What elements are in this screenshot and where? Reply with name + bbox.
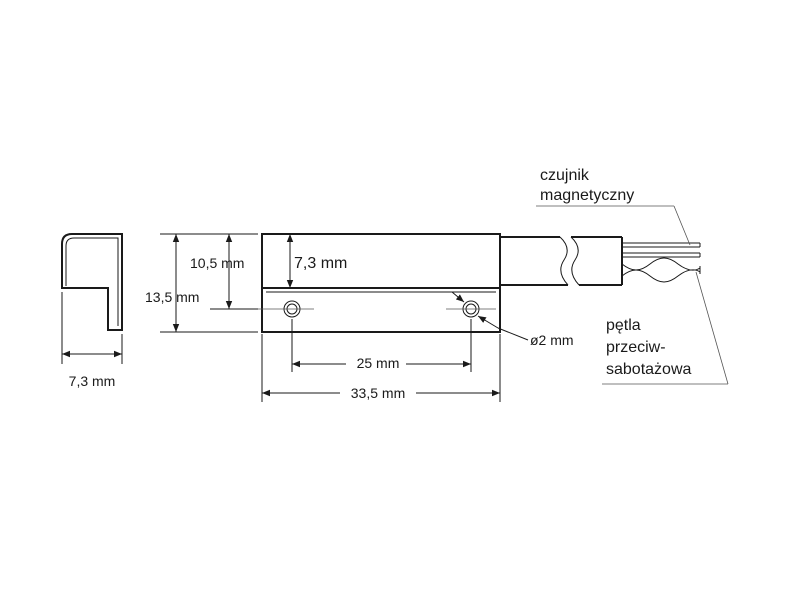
hole-spacing-label: 25 mm <box>357 355 400 371</box>
tamper-callout-line1: pętla <box>606 317 641 334</box>
height-mount-label: 10,5 mm <box>190 255 244 271</box>
tamper-callout-line3: sabotażowa <box>606 361 691 378</box>
tamper-leader-line <box>695 271 729 385</box>
length-total-label: 33,5 mm <box>351 385 405 401</box>
sensor-callout-line1: czujnik <box>540 167 590 184</box>
hole-diameter-callout <box>451 291 529 341</box>
sensor-body <box>261 233 501 333</box>
sensor-leader-line <box>673 205 691 246</box>
hole-diameter-label: ø2 mm <box>530 332 574 348</box>
sensor-callout-line2: magnetyczny <box>540 187 634 204</box>
height-upper-label: 7,3 mm <box>294 255 347 272</box>
height-total-label: 13,5 mm <box>145 289 199 305</box>
height-dimensions <box>160 233 294 333</box>
side-width-label: 7,3 mm <box>69 373 116 389</box>
side-view-profile <box>61 233 123 364</box>
cable <box>500 236 701 286</box>
tamper-callout-line2: przeciw- <box>606 339 666 356</box>
